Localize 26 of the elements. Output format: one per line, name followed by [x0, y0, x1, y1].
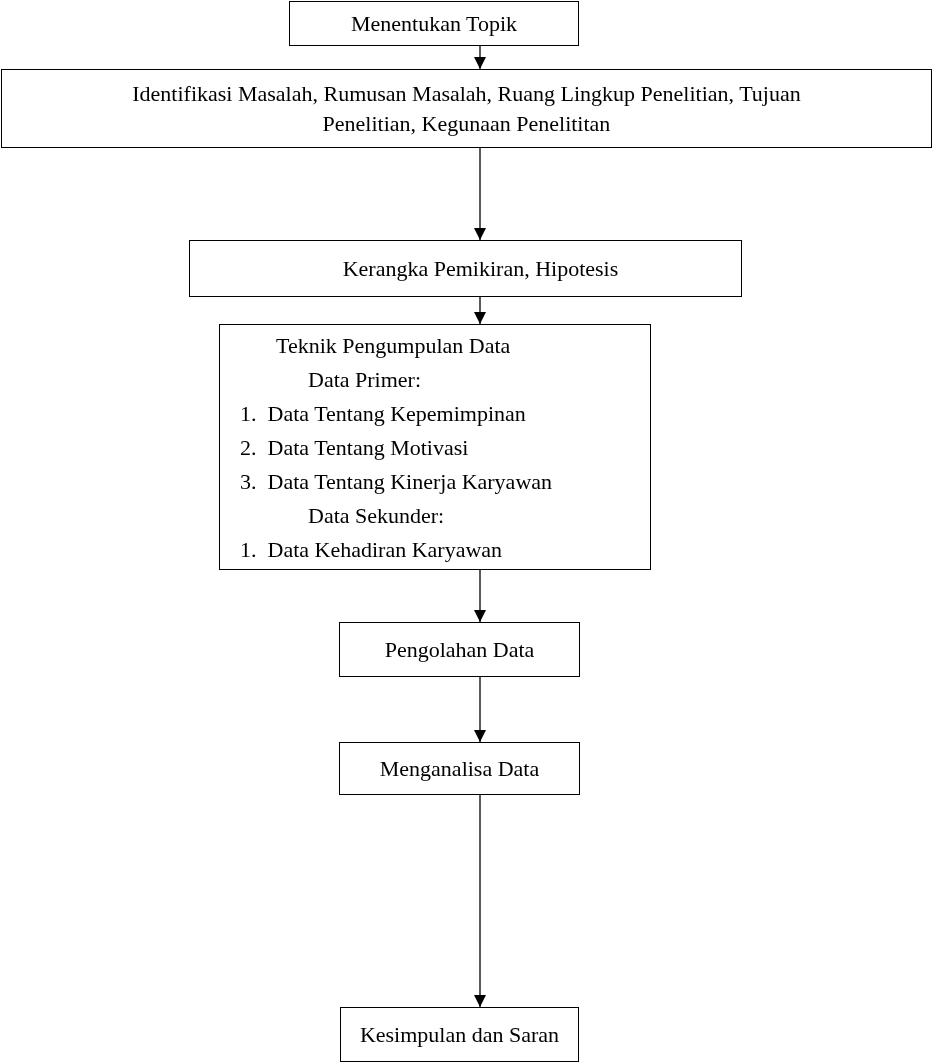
arrow — [474, 676, 486, 743]
arrow — [474, 45, 486, 70]
box-text: Pengolahan Data — [384, 635, 535, 664]
box-text: Kesimpulan dan Saran — [359, 1020, 560, 1049]
process-box — [219, 324, 651, 570]
list-text: 1. Data Kehadiran Karyawan — [240, 536, 503, 564]
process-box — [339, 622, 580, 677]
arrow — [474, 147, 486, 241]
list-text: 1. Data Tentang Kepemimpinan — [240, 400, 526, 428]
arrow — [474, 296, 486, 325]
box-text: Identifikasi Masalah, Rumusan Masalah, Ruang Lingkup Penelitian, Tujuan Penelitian, Kegunaan Penelititan — [131, 79, 802, 138]
list-text: Teknik Pengumpulan Data — [276, 332, 511, 360]
box-text: Kerangka Pemikiran, Hipotesis — [342, 254, 619, 283]
list-text: 3. Data Tentang Kinerja Karyawan — [240, 468, 553, 496]
process-box — [1, 69, 932, 148]
box-text: Menentukan Topik — [350, 9, 518, 38]
list-text: 2. Data Tentang Motivasi — [240, 434, 469, 462]
arrow — [474, 569, 486, 623]
process-box — [189, 240, 742, 297]
process-box — [340, 1007, 579, 1062]
list-text: Data Primer: — [308, 366, 422, 394]
arrow — [474, 794, 486, 1008]
box-text: Menganalisa Data — [379, 754, 540, 783]
list-text: Data Sekunder: — [308, 502, 445, 530]
process-box — [339, 742, 580, 795]
process-box — [289, 1, 579, 46]
